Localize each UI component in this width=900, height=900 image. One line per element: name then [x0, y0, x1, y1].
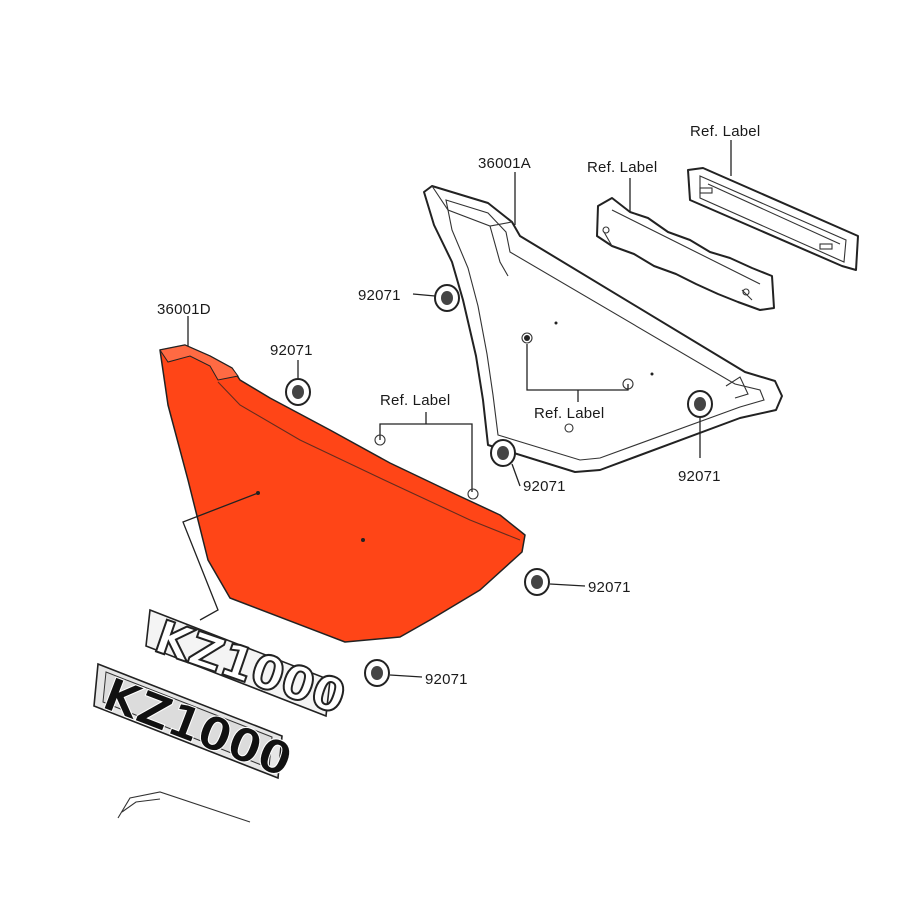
grommet-icon	[364, 659, 390, 687]
emblem-partial-bottom	[117, 791, 251, 823]
grommet-icon	[434, 284, 460, 312]
ref-label-left-cover: Ref. Label	[380, 392, 450, 409]
grommet-icon	[285, 378, 311, 406]
grommet-icon	[687, 390, 713, 418]
grommet-icon	[524, 568, 550, 596]
grommet-label: 92071	[523, 478, 566, 495]
emblem-leader-line	[182, 492, 259, 621]
grommet-label: 92071	[425, 671, 468, 688]
labels: 36001A 36001D Ref. Label Ref. Label Ref.…	[157, 123, 760, 688]
grommet-icon	[490, 439, 516, 467]
ref-label-bracket-left-cover	[374, 412, 479, 500]
ref-label-bracket-right-cover	[526, 344, 629, 402]
ref-label-right-cover: Ref. Label	[534, 405, 604, 422]
grommets	[285, 284, 713, 687]
part-leader-lines	[187, 140, 732, 346]
ref-label-frame: Ref. Label	[690, 123, 760, 140]
grommet-label: 92071	[678, 468, 721, 485]
grommet-label: 92071	[270, 342, 313, 359]
ref-label-strip: Ref. Label	[587, 159, 657, 176]
part-number-36001A: 36001A	[478, 155, 531, 172]
rubber-strip	[596, 197, 775, 311]
part-number-36001D: 36001D	[157, 301, 211, 318]
side-cover-36001D-highlighted	[159, 344, 526, 643]
grommet-label: 92071	[358, 287, 401, 304]
frame-label	[687, 167, 859, 271]
grommet-label: 92071	[588, 579, 631, 596]
grommet-leader-lines	[297, 293, 701, 678]
